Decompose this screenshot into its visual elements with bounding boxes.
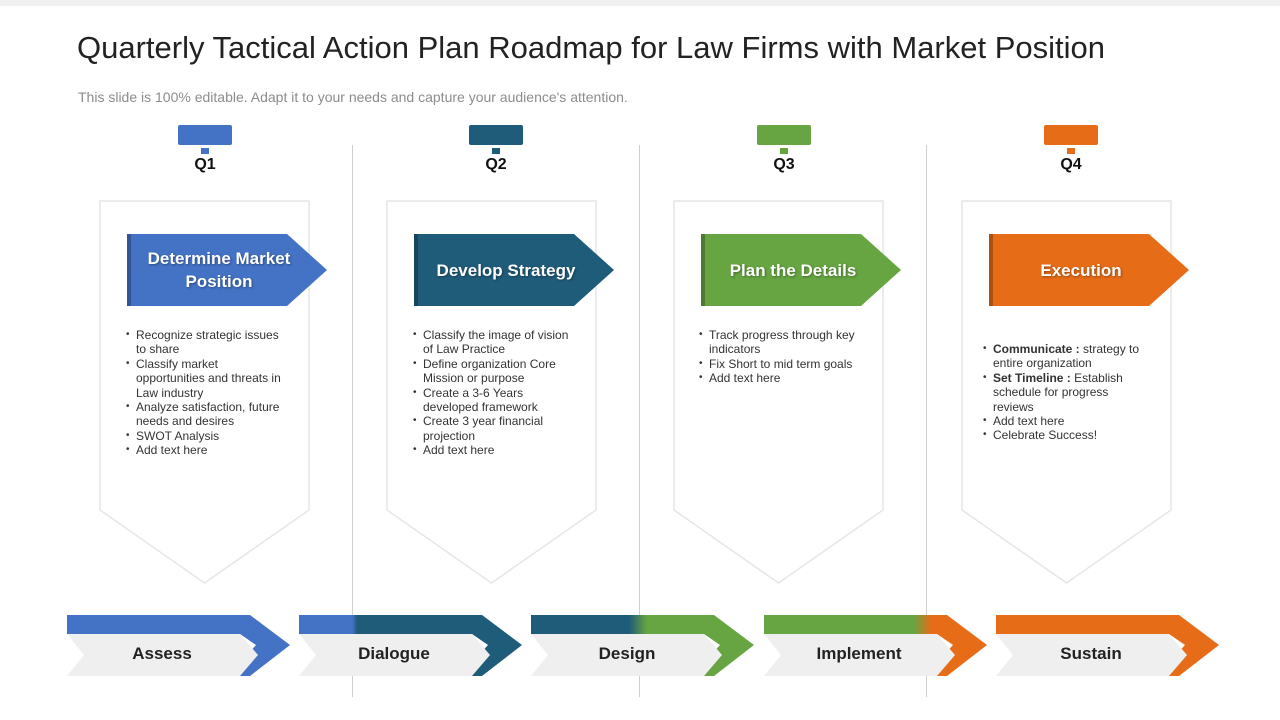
- q3-banner-title: Plan the Details: [729, 260, 857, 280]
- stage-assess: [67, 615, 290, 676]
- stage-design-face: [531, 634, 722, 676]
- q3-tab-dot: [780, 148, 788, 154]
- stage-dialogue-band: [299, 615, 522, 676]
- q1-tab-dot: [201, 148, 209, 154]
- list-item: Set Timeline : Establish schedule for pr…: [983, 371, 1143, 414]
- stage-dialogue: [299, 615, 522, 676]
- slide-title: Quarterly Tactical Action Plan Roadmap f…: [77, 30, 1105, 65]
- q4-label: Q4: [1060, 156, 1082, 173]
- stage-design-label: Design: [598, 644, 656, 663]
- list-item: Define organization Core Mission or purp…: [413, 357, 573, 386]
- stage-dialogue-label: Dialogue: [358, 644, 430, 663]
- stage-assess-label: Assess: [132, 644, 192, 663]
- list-item: Fix Short to mid term goals: [699, 357, 859, 372]
- stage-implement: [764, 615, 987, 676]
- stage-implement-label: Implement: [816, 644, 902, 663]
- list-item: Communicate : strategy to entire organiz…: [983, 342, 1143, 371]
- q1-banner: Determine Market Position: [127, 234, 327, 306]
- divider-line: [926, 145, 927, 697]
- list-item: Classify the image of vision of Law Prac…: [413, 328, 573, 357]
- list-item: Create 3 year financial projection: [413, 414, 573, 443]
- list-item: Add text here: [699, 371, 859, 386]
- list-item: Create a 3-6 Years developed framework: [413, 386, 573, 415]
- list-item: Track progress through key indicators: [699, 328, 859, 357]
- q4-bullet-list: Communicate : strategy to entire organiz…: [983, 342, 1143, 443]
- q3-bullet-list: Track progress through key indicators Fi…: [699, 328, 859, 386]
- divider-line: [639, 145, 640, 697]
- q1-banner-title: Determine Market Position: [147, 249, 291, 291]
- list-item: Classify market opportunities and threat…: [126, 357, 286, 400]
- q3-banner: Plan the Details: [701, 234, 901, 306]
- q3-label: Q3: [773, 156, 795, 173]
- q4-tab-dot: [1067, 148, 1075, 154]
- stage-dialogue-face: [299, 634, 490, 676]
- list-item: Add text here: [413, 443, 573, 458]
- q1-bullet-list: Recognize strategic issues to share Clas…: [126, 328, 286, 458]
- divider-line: [352, 145, 353, 697]
- list-item: Analyze satisfaction, future needs and d…: [126, 400, 286, 429]
- stage-implement-face: [764, 634, 955, 676]
- stage-design: [531, 615, 754, 676]
- stage-assess-band: [67, 615, 290, 676]
- stage-sustain: [996, 615, 1219, 676]
- q2-banner: Develop Strategy: [414, 234, 614, 306]
- q4-tab-marker: [1044, 125, 1098, 145]
- stage-sustain-face: [996, 634, 1187, 676]
- slide-subtitle: This slide is 100% editable. Adapt it to…: [78, 89, 628, 105]
- q2-label: Q2: [485, 156, 507, 173]
- list-item: SWOT Analysis: [126, 429, 286, 444]
- list-item: Add text here: [983, 414, 1143, 429]
- stage-chevron-row: [67, 615, 1219, 676]
- stage-sustain-label: Sustain: [1060, 644, 1122, 663]
- list-item: Recognize strategic issues to share: [126, 328, 286, 357]
- stage-sustain-band: [996, 615, 1219, 676]
- list-item: Celebrate Success!: [983, 428, 1143, 443]
- q2-bullet-list: Classify the image of vision of Law Prac…: [413, 328, 573, 458]
- stage-design-band: [531, 615, 754, 676]
- q4-banner-title: Execution: [1040, 260, 1122, 280]
- q2-tab-marker: [469, 125, 523, 145]
- q1-tab-marker: [178, 125, 232, 145]
- q2-tab-dot: [492, 148, 500, 154]
- list-item: Add text here: [126, 443, 286, 458]
- q1-label: Q1: [194, 156, 216, 173]
- q2-banner-title: Develop Strategy: [436, 260, 576, 280]
- stage-assess-face: [67, 634, 258, 676]
- stage-implement-band: [764, 615, 987, 676]
- q3-tab-marker: [757, 125, 811, 145]
- top-strip: [0, 0, 1280, 6]
- q4-banner: Execution: [989, 234, 1189, 306]
